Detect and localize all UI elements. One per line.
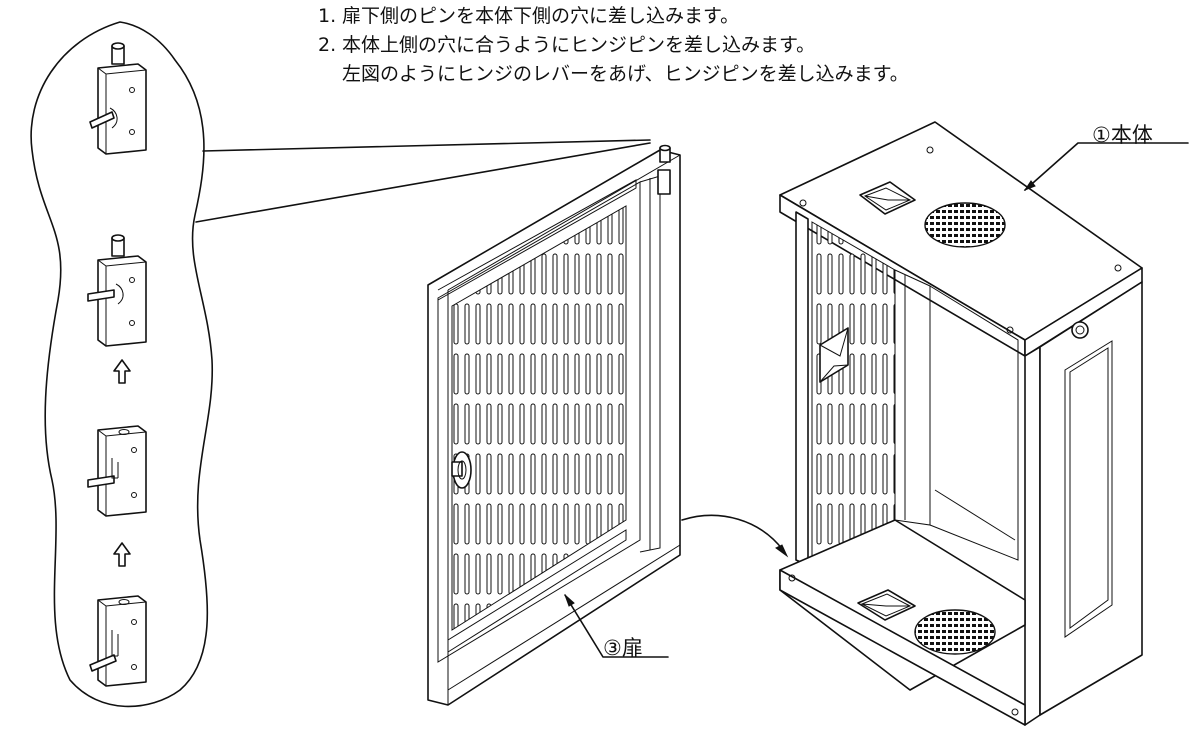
label-door: ③扉 [603, 636, 643, 660]
hinge-step-4 [89, 595, 147, 687]
body-label-leader [1024, 142, 1189, 191]
rotation-arrow [681, 514, 784, 551]
cabinet-body [779, 121, 1143, 726]
hinge-step-2 [87, 234, 147, 347]
up-arrow-icon-2 [113, 359, 131, 384]
callout-leader-upper [202, 139, 651, 152]
up-arrow-icon-3 [113, 542, 131, 567]
hinge-step-3 [87, 425, 147, 517]
door-lock-icon [451, 451, 472, 489]
callout-leader-lower [195, 142, 651, 223]
cabinet-lock-icon [1071, 321, 1089, 339]
callout-bubble [30, 21, 214, 708]
instructions: 1.扉下側のピンを本体下側の穴に差し込みます。 2.本体上側の穴に合うようにヒン… [318, 2, 909, 89]
door-label-leader [564, 594, 669, 658]
instruction-step-1: 1.扉下側のピンを本体下側の穴に差し込みます。 [318, 5, 740, 27]
door-panel [427, 144, 681, 706]
instruction-step-2: 2.本体上側の穴に合うようにヒンジピンを差し込みます。 [318, 34, 816, 56]
instruction-step-2-continuation: 左図のようにヒンジのレバーをあげ、ヒンジピンを差し込みます。 [342, 63, 909, 85]
hinge-step-1 [89, 42, 147, 155]
